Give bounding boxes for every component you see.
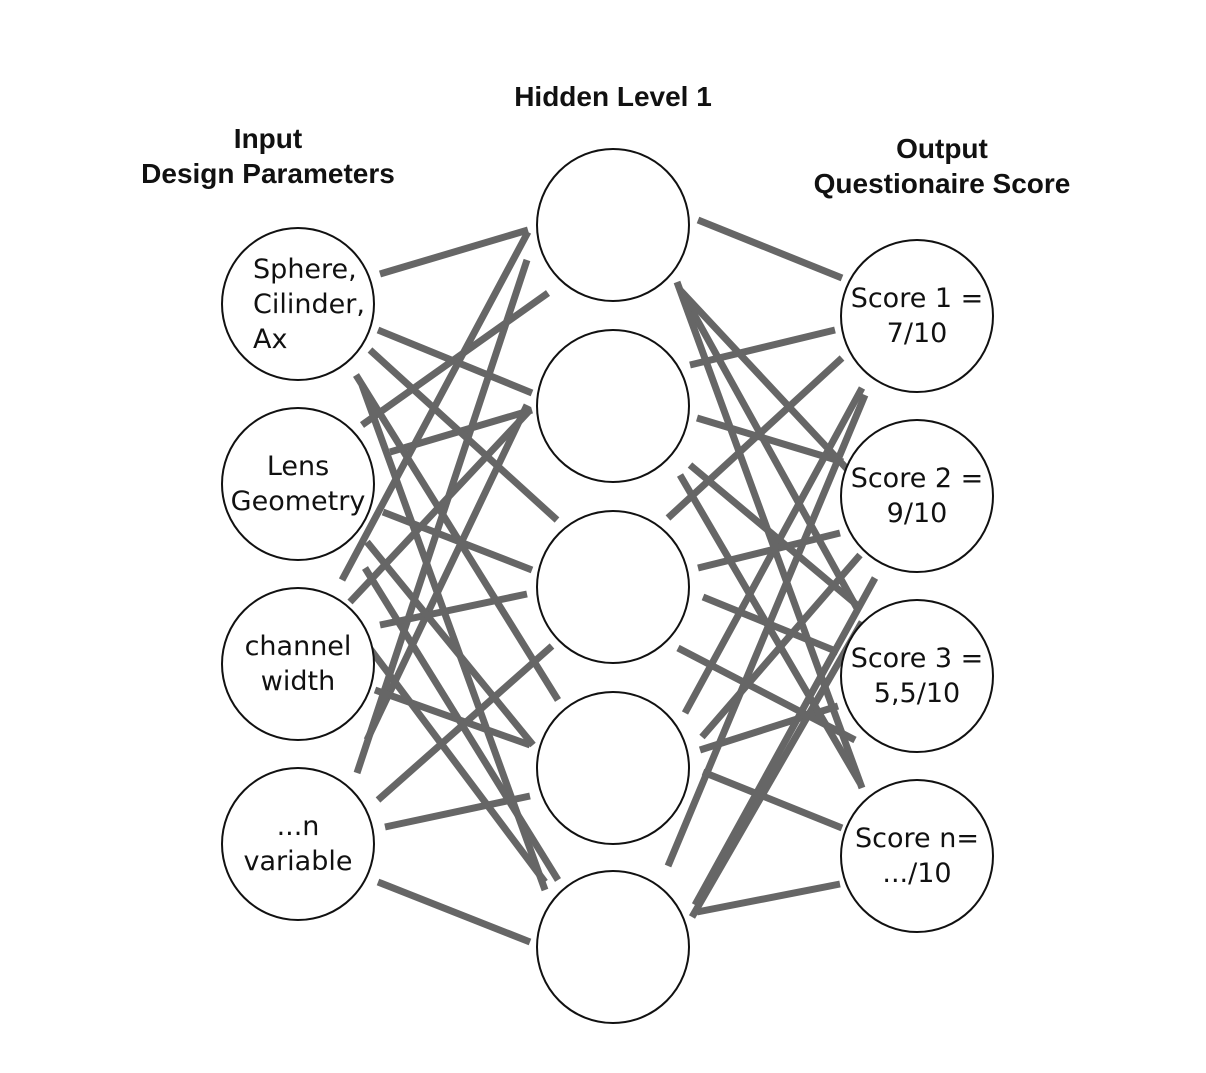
connection-line [664, 393, 869, 868]
connection-line [673, 280, 866, 790]
connection-line [373, 686, 532, 749]
hidden-node [536, 148, 690, 302]
connection-line [701, 768, 844, 832]
connection-line [379, 590, 528, 629]
connection-line [681, 296, 862, 612]
connection-line [696, 216, 844, 282]
output-heading-line2: Questionaire Score [813, 168, 1071, 199]
input-node: Lens Geometry [221, 407, 375, 561]
hidden-node [536, 510, 690, 664]
connection-line [376, 326, 534, 397]
input-node: channel width [221, 587, 375, 741]
output-node-label: Score 1 = 7/10 [850, 283, 984, 349]
connection-line [676, 473, 864, 785]
input-node: Sphere, Cilinder, Ax [221, 227, 375, 381]
connection-line [676, 644, 857, 744]
connection-line [689, 326, 836, 369]
connection-line [687, 462, 860, 608]
connection-line [688, 620, 866, 919]
output-node-label: Score n= .../10 [855, 823, 979, 889]
output-node: Score 2 = 9/10 [840, 419, 994, 573]
input-heading-line2: Design Parameters [141, 158, 395, 189]
hidden-node [536, 870, 690, 1024]
connection-line [364, 539, 536, 748]
input-node-label: ...n variable [243, 811, 353, 877]
hidden-heading: Hidden Level 1 [514, 81, 712, 112]
input-node: ...n variable [221, 767, 375, 921]
connection-line [696, 880, 841, 916]
output-node: Score n= .../10 [840, 779, 994, 933]
hidden-node [536, 691, 690, 845]
connection-line [367, 347, 560, 523]
connection-line [698, 702, 840, 754]
connection-line [691, 576, 879, 907]
output-node-label: Score 2 = 9/10 [850, 463, 984, 529]
input-node-label: Lens Geometry [230, 451, 366, 517]
connection-line [677, 287, 851, 473]
input-heading-line1: Input [233, 123, 303, 154]
output-node-label: Score 3 = 5,5/10 [850, 643, 984, 709]
connection-line [695, 414, 845, 466]
connection-line [353, 373, 561, 702]
output-node: Score 1 = 7/10 [840, 239, 994, 393]
output-heading-line1: Output [896, 133, 988, 164]
input-node-label: Sphere, Cilinder, Ax [253, 253, 365, 355]
input-node-label: channel width [244, 631, 352, 697]
connection-line [379, 226, 529, 278]
connection-line [376, 878, 532, 946]
connection-line [362, 639, 548, 885]
output-node: Score 3 = 5,5/10 [840, 599, 994, 753]
hidden-node [536, 329, 690, 483]
connection-line [362, 566, 561, 882]
